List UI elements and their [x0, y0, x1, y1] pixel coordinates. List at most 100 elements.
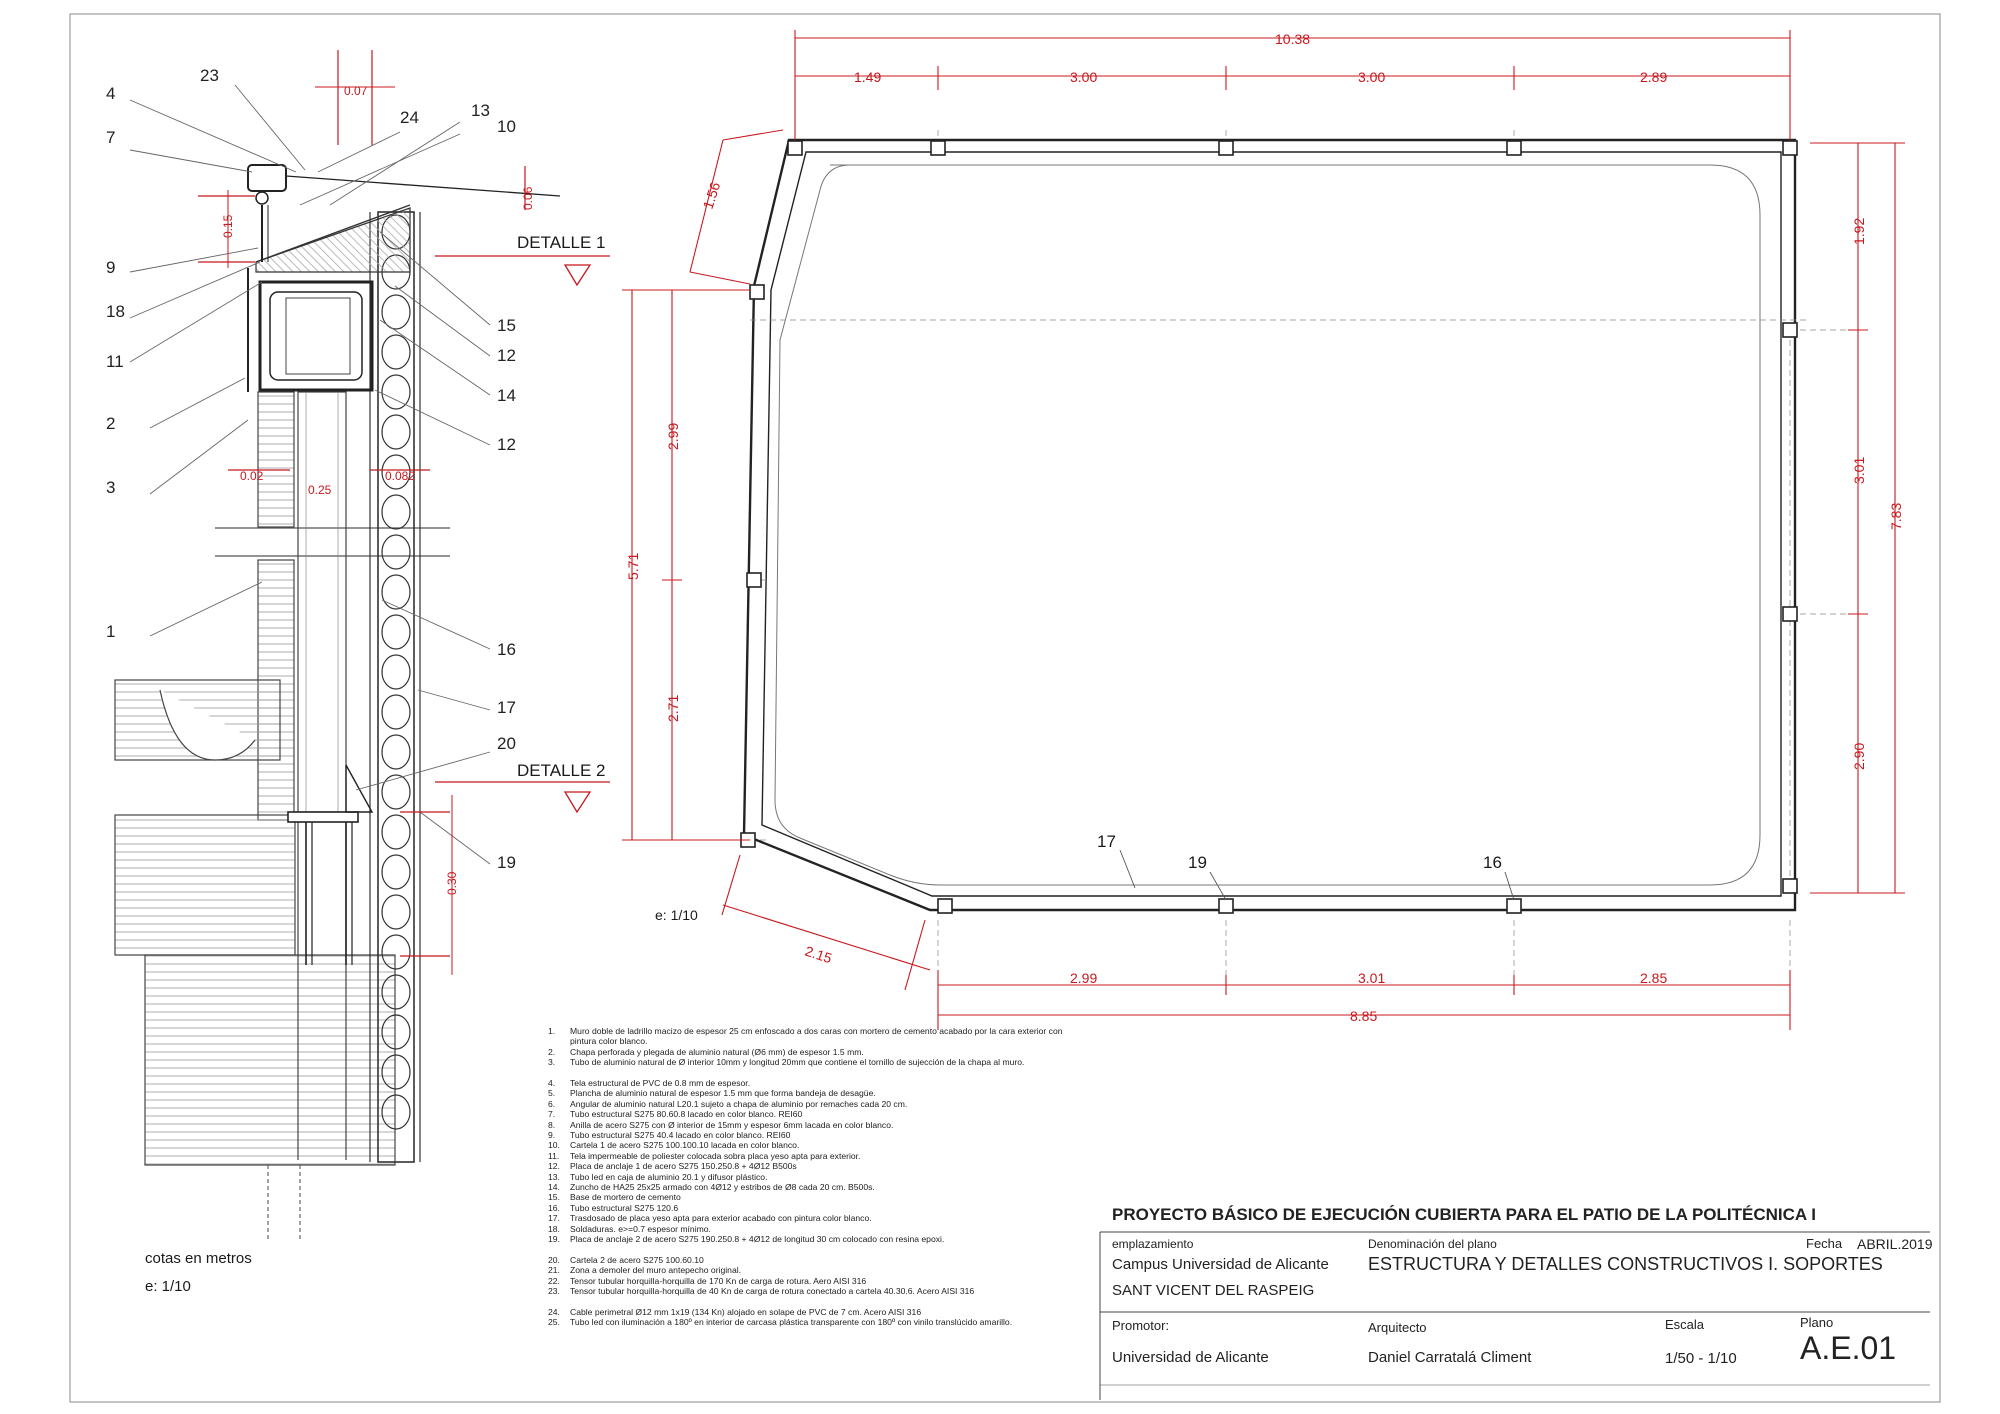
- wall-brick-void: [381, 934, 411, 970]
- wall-brick-void: [381, 614, 411, 650]
- callout-label: 20: [497, 734, 516, 753]
- legend-item: 13.Tubo led en caja de aluminio 20.1 y d…: [548, 1172, 1068, 1182]
- callout-label: 18: [106, 302, 125, 321]
- plan-right-seg-2: 2.90: [1851, 743, 1867, 770]
- callout-label: 9: [106, 258, 116, 277]
- legend-text: Angular de aluminio natural L20.1 sujeto…: [570, 1098, 908, 1109]
- plan-right-total: 7.83: [1888, 503, 1904, 530]
- callout-label: 12: [497, 435, 516, 454]
- callout-label: 15: [497, 316, 516, 335]
- callout-label: 14: [497, 386, 516, 405]
- legend-item: 11. Tela impermeable de poliester colocad…: [548, 1151, 1068, 1161]
- legend-item: 24.Cable perimetral Ø12 mm 1x19 (134 Kn)…: [548, 1307, 1068, 1317]
- legend-text: Tensor tubular horquilla-horquilla de 17…: [570, 1275, 867, 1286]
- callout-label: 24: [400, 108, 419, 127]
- callout-label: 17: [497, 698, 516, 717]
- wall-brick-void: [381, 374, 411, 410]
- wall-brick-void: [381, 654, 411, 690]
- column-plate: [1218, 898, 1234, 914]
- legend-item: 19.Placa de anclaje 2 de acero S275 190.…: [548, 1234, 1068, 1244]
- sheet-border: [69, 13, 1941, 1403]
- legend-text: Tubo de aluminio natural de Ø interior 1…: [570, 1057, 1025, 1068]
- legend-number: 17.: [548, 1213, 560, 1224]
- legend-text: Muro doble de ladrillo macizo de espesor…: [570, 1026, 1063, 1047]
- wall-brick-void: [381, 894, 411, 930]
- legend-number: 4.: [548, 1078, 556, 1088]
- detail-scale: e: 1/10: [145, 1278, 191, 1295]
- legend-item: 15.Base de mortero de cemento: [548, 1192, 1068, 1202]
- denominacion-label: Denominación del plano: [1368, 1237, 1497, 1251]
- callout-label: 1: [106, 622, 116, 641]
- column-plate: [1506, 898, 1522, 914]
- callout-label: 13: [471, 101, 490, 120]
- plano-value: A.E.01: [1800, 1330, 1897, 1366]
- fecha-label: Fecha: [1806, 1236, 1843, 1251]
- wall-brick-void: [381, 974, 411, 1010]
- wall-brick-void: [381, 454, 411, 490]
- plan-left-seg-0: 2.99: [665, 423, 681, 450]
- title-block-frame: [1099, 1231, 1930, 1400]
- legend-item: 22. Tensor tubular horquilla-horquilla de…: [548, 1276, 1068, 1286]
- dim-015: 0.15: [221, 214, 235, 238]
- legend-number: 14.: [548, 1182, 560, 1192]
- legend-text: Anilla de acero S275 con Ø interior de 1…: [570, 1119, 894, 1130]
- legend-item: 21.Zona a demoler del muro antepecho ori…: [548, 1265, 1068, 1275]
- legend-number: 24.: [548, 1306, 560, 1317]
- legend-item: 3.Tubo de aluminio natural de Ø interior…: [548, 1057, 1068, 1067]
- legend-item: 16.Tubo estructural S275 120.6: [548, 1203, 1068, 1213]
- column-plate: [937, 898, 953, 914]
- column-plate: [746, 572, 762, 588]
- legend-number: 8.: [548, 1119, 556, 1130]
- dim-030: 0.30: [445, 871, 459, 895]
- wall-brick-void: [381, 774, 411, 810]
- legend-text: Zuncho de HA25 25x25 armado con 4Ø12 y e…: [570, 1182, 875, 1192]
- column-plate: [930, 140, 946, 156]
- plan-left-total: 5.71: [625, 553, 641, 580]
- plan-right-seg-1: 3.01: [1851, 457, 1867, 484]
- section-detail: [114, 164, 561, 1240]
- wall-brick-void: [381, 1054, 411, 1090]
- callout-label: 16: [497, 640, 516, 659]
- legend-text: Tela impermeable de poliester colocada s…: [570, 1150, 861, 1161]
- legend-number: 11.: [548, 1150, 560, 1161]
- callout-label: 23: [200, 66, 219, 85]
- legend-text: Cartela 1 de acero S275 100.100.10 lacad…: [570, 1140, 800, 1151]
- legend-item: 23.Tensor tubular horquilla-horquilla de…: [548, 1286, 1068, 1296]
- plan-right-seg-0: 1.92: [1851, 218, 1867, 245]
- project-title: PROYECTO BÁSICO DE EJECUCIÓN CUBIERTA PA…: [1112, 1205, 1816, 1224]
- emplazamiento-line2: SANT VICENT DEL RASPEIG: [1112, 1282, 1315, 1299]
- legend-number: 12.: [548, 1161, 560, 1172]
- emplazamiento-line1: Campus Universidad de Alicante: [1112, 1256, 1329, 1273]
- promotor-value: Universidad de Alicante: [1112, 1349, 1269, 1366]
- legend-number: 9.: [548, 1130, 556, 1140]
- legend-number: 15.: [548, 1192, 560, 1203]
- legend-number: 5.: [548, 1088, 556, 1099]
- legend-number: 22.: [548, 1275, 560, 1286]
- legend-text: Tubo led con iluminación a 180º en inter…: [570, 1317, 1013, 1328]
- wall-brick-void: [381, 734, 411, 770]
- legend-text: Zona a demoler del muro antepecho origin…: [570, 1265, 742, 1276]
- legend-text: Tensor tubular horquilla-horquilla de 40…: [570, 1286, 975, 1296]
- column-plate: [1782, 606, 1798, 622]
- legend-number: 7.: [548, 1109, 556, 1120]
- legend-text: Tubo estructural S275 80.60.8 lacado en …: [570, 1109, 803, 1120]
- wall-brick-void: [381, 574, 411, 610]
- callout-label: 12: [497, 346, 516, 365]
- plan-label-16: 16: [1483, 853, 1502, 872]
- fecha-value: ABRIL.2019: [1857, 1236, 1933, 1252]
- column-plate: [1506, 140, 1522, 156]
- column-plate: [749, 284, 765, 300]
- legend-item: 8. Anilla de acero S275 con Ø interior de…: [548, 1120, 1068, 1130]
- legend-item: 18.Soldaduras. e>=0.7 espesor mínimo.: [548, 1224, 1068, 1234]
- plan-label-17: 17: [1097, 832, 1116, 851]
- arquitecto-label: Arquitecto: [1368, 1320, 1427, 1335]
- escala-value: 1/50 - 1/10: [1665, 1350, 1737, 1367]
- legend-text: Trasdosado de placa yeso apta para exter…: [570, 1213, 872, 1224]
- legend-text: Plancha de aluminio natural de espesor 1…: [570, 1088, 876, 1099]
- cotas-note: cotas en metros: [145, 1250, 252, 1267]
- legend-item: 7. Tubo estructural S275 80.60.8 lacado e…: [548, 1109, 1068, 1119]
- legend-item: 14. Zuncho de HA25 25x25 armado con 4Ø12 …: [548, 1182, 1068, 1192]
- plan-top-seg: 2.89: [1640, 69, 1667, 85]
